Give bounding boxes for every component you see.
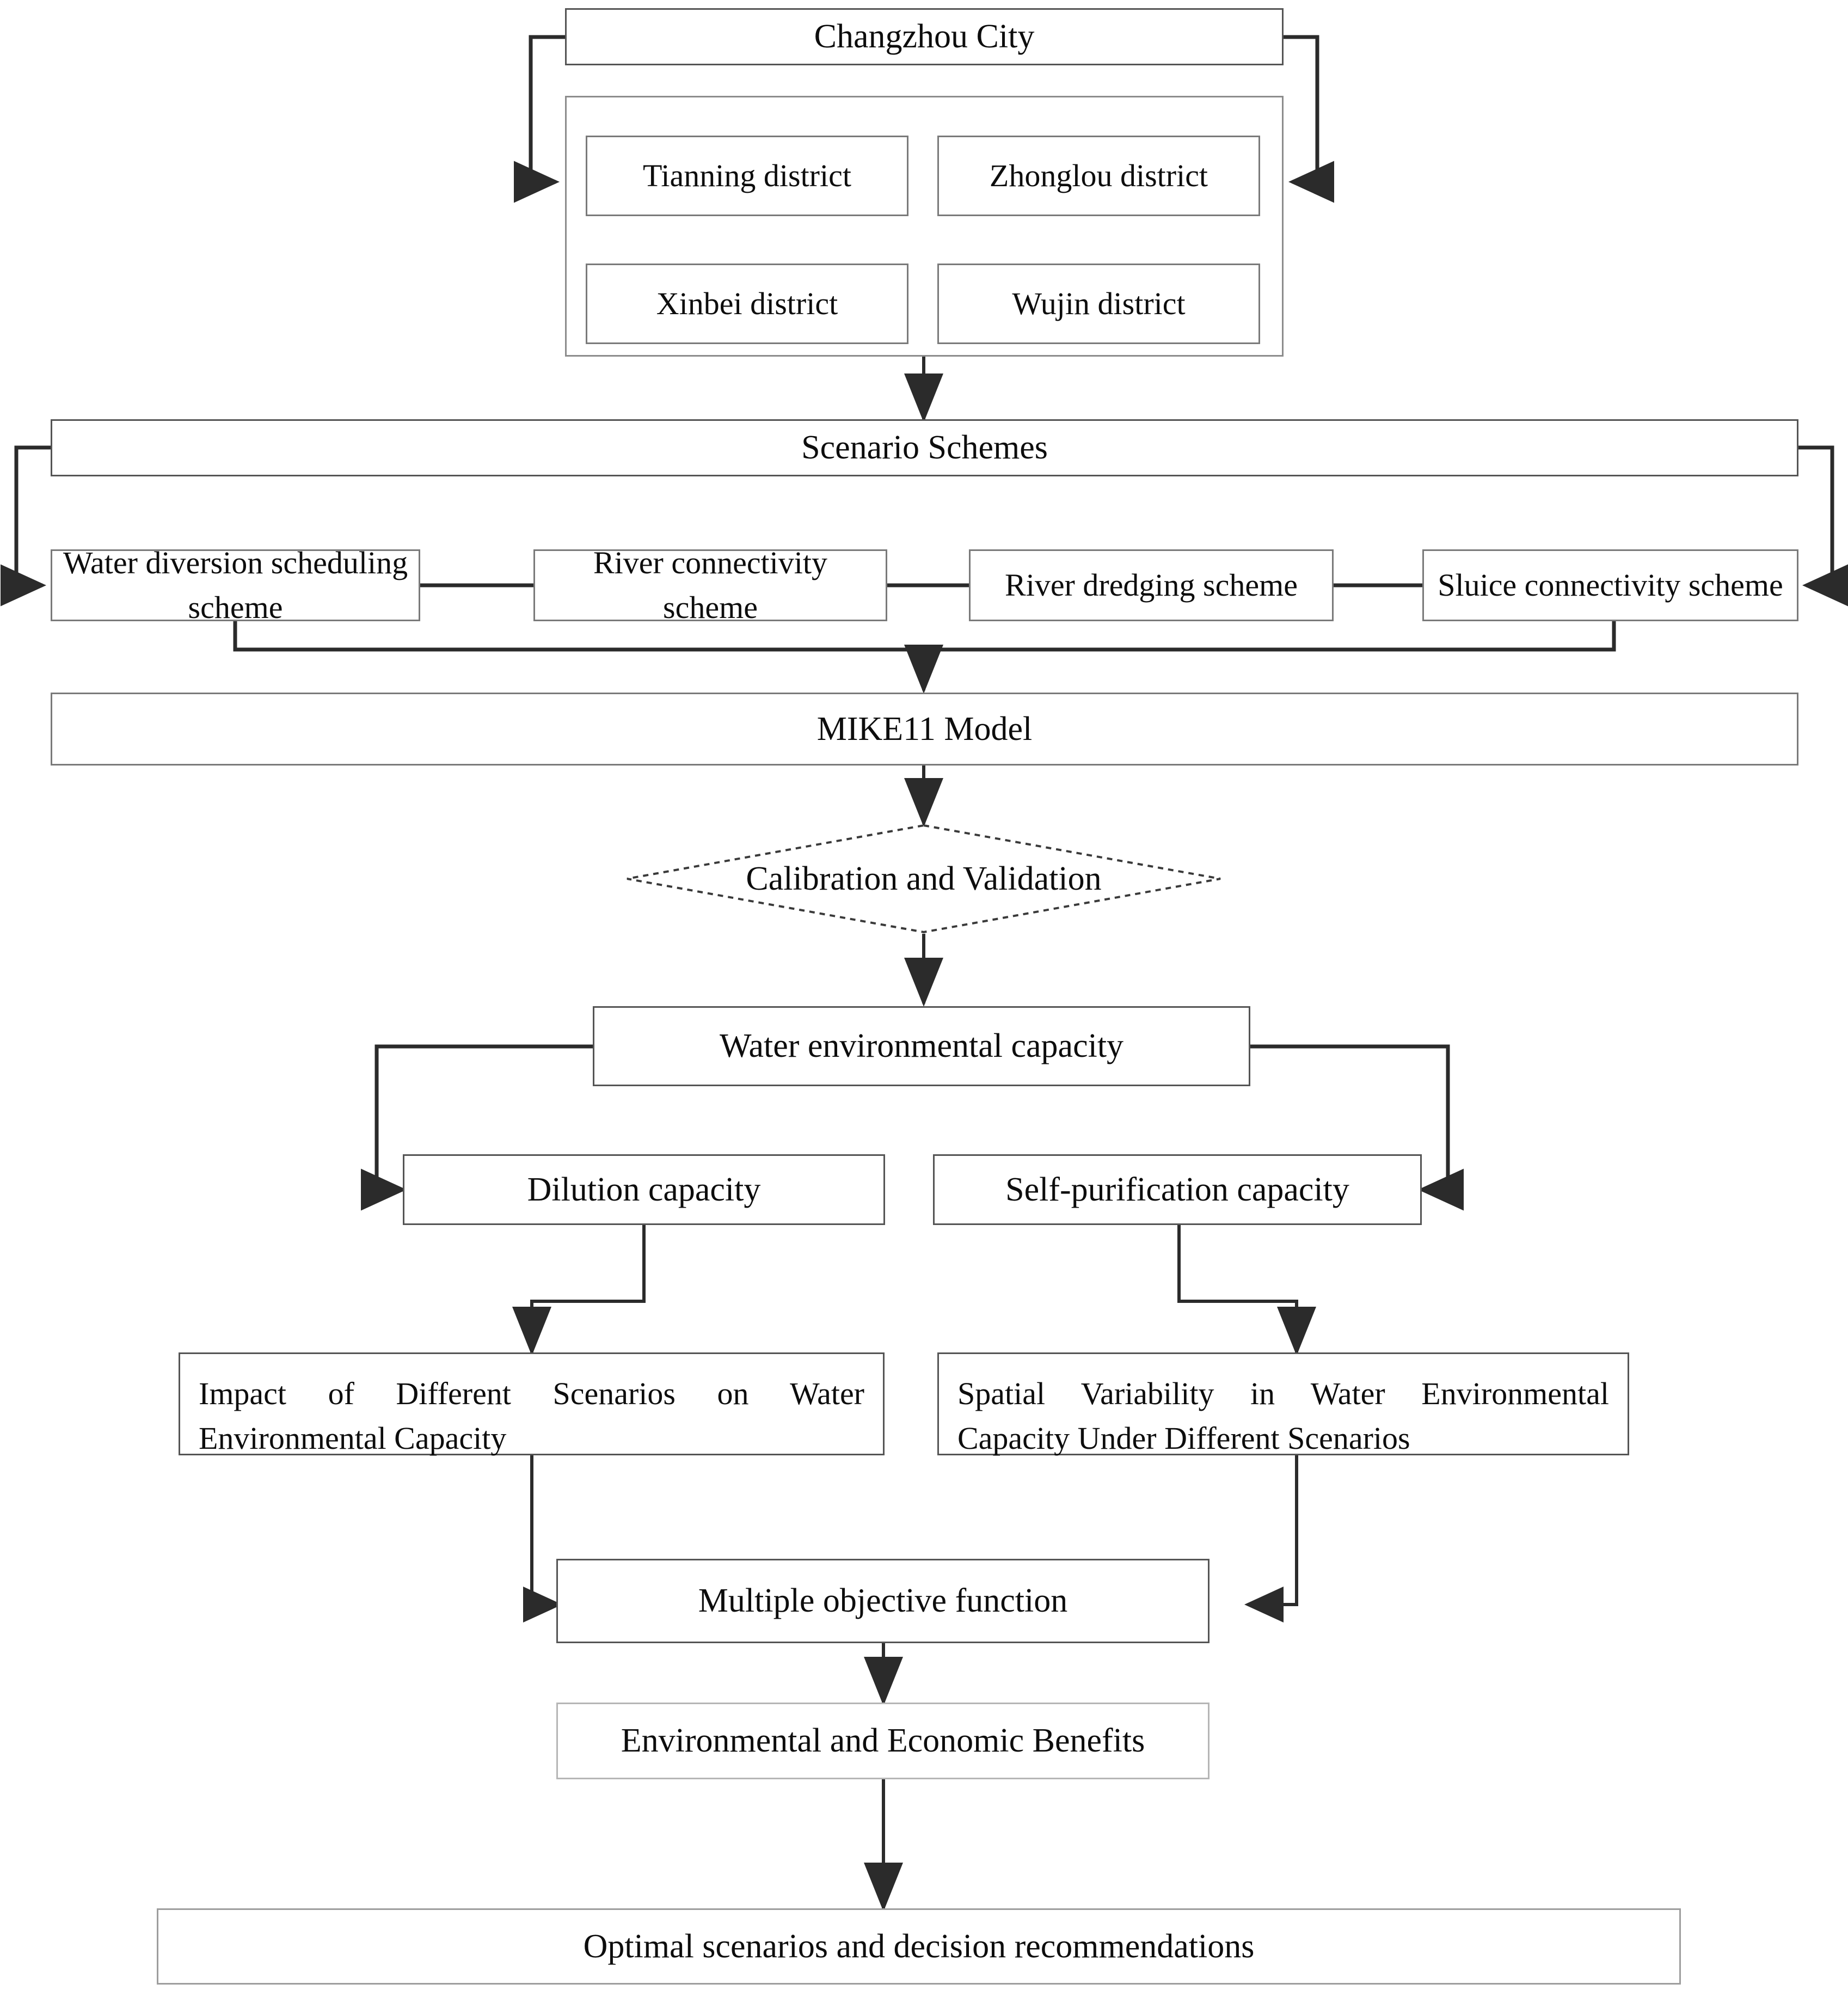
node-xinbei-district[interactable]: Xinbei district [586, 264, 908, 344]
node-water-diversion-scheduling-scheme[interactable]: Water diversion scheduling scheme [51, 545, 420, 625]
node-multiple-objective-function[interactable]: Multiple objective function [556, 1559, 1210, 1643]
node-sluice-connectivity-scheme[interactable]: Sluice connectivity scheme [1422, 549, 1798, 621]
node-river-connectivity-scheme[interactable]: River connectivity scheme [533, 545, 887, 625]
node-mike11-model[interactable]: MIKE11 Model [51, 693, 1798, 766]
node-zhonglou-district[interactable]: Zhonglou district [937, 136, 1260, 216]
node-river-dredging-scheme-label: River dredging scheme [1005, 567, 1298, 603]
node-water-diversion-scheduling-scheme-label: Water diversion scheduling scheme [63, 544, 408, 625]
node-impact-of-different-scenarios-label: Impact of Different Scenarios on Water E… [199, 1376, 864, 1456]
edge-city-to-districts-right [1283, 35, 1334, 203]
node-spatial-variability[interactable]: Spatial Variability in Water Environment… [937, 1352, 1629, 1456]
node-environmental-and-economic-benefits[interactable]: Environmental and Economic Benefits [556, 1703, 1210, 1779]
node-environmental-and-economic-benefits-label: Environmental and Economic Benefits [621, 1722, 1145, 1760]
node-optimal-scenarios[interactable]: Optimal scenarios and decision recommend… [157, 1908, 1681, 1985]
node-multiple-objective-function-label: Multiple objective function [698, 1582, 1068, 1620]
edge-city-to-districts-left [514, 35, 565, 203]
node-calibration-and-validation-label: Calibration and Validation [746, 860, 1102, 897]
node-xinbei-district-label: Xinbei district [656, 285, 838, 321]
edge-dilution-to-impact [512, 1225, 646, 1356]
node-dilution-capacity[interactable]: Dilution capacity [403, 1154, 885, 1225]
diamond-shape [627, 824, 1221, 934]
node-wujin-district[interactable]: Wujin district [937, 264, 1260, 344]
edge-scheme4-to-mike-bus [924, 621, 1616, 652]
node-wujin-district-label: Wujin district [1012, 285, 1186, 321]
node-changzhou-city[interactable]: Changzhou City [565, 8, 1284, 65]
node-impact-of-different-scenarios[interactable]: Impact of Different Scenarios on Water E… [179, 1352, 885, 1456]
edge-scenario-to-water-diversion [1, 445, 51, 607]
districts-container [565, 96, 1284, 357]
node-scenario-schemes[interactable]: Scenario Schemes [51, 419, 1798, 476]
node-river-dredging-scheme[interactable]: River dredging scheme [969, 549, 1334, 621]
node-sluice-connectivity-scheme-label: Sluice connectivity scheme [1438, 567, 1783, 603]
node-river-connectivity-scheme-label: River connectivity scheme [593, 544, 828, 625]
node-tianning-district-label: Tianning district [643, 157, 851, 193]
node-optimal-scenarios-label: Optimal scenarios and decision recommend… [583, 1927, 1255, 1965]
node-changzhou-city-label: Changzhou City [814, 18, 1035, 56]
node-spatial-variability-label: Spatial Variability in Water Environment… [957, 1376, 1609, 1456]
node-tianning-district[interactable]: Tianning district [586, 136, 908, 216]
node-self-purification-capacity[interactable]: Self-purification capacity [933, 1154, 1422, 1225]
node-mike11-model-label: MIKE11 Model [816, 710, 1033, 748]
node-water-environmental-capacity-label: Water environmental capacity [719, 1027, 1124, 1065]
edge-selfpurification-to-spatial [1177, 1225, 1316, 1356]
node-self-purification-capacity-label: Self-purification capacity [1005, 1171, 1349, 1208]
node-zhonglou-district-label: Zhonglou district [989, 157, 1208, 193]
edge-impact-to-objective [523, 1455, 562, 1622]
node-dilution-capacity-label: Dilution capacity [527, 1171, 761, 1208]
edge-scenario-to-sluice [1798, 445, 1848, 607]
edge-spatial-to-objective [1244, 1455, 1298, 1622]
node-calibration-and-validation[interactable]: Calibration and Validation [625, 824, 1223, 934]
node-water-environmental-capacity[interactable]: Water environmental capacity [593, 1006, 1250, 1086]
node-scenario-schemes-label: Scenario Schemes [801, 429, 1048, 467]
